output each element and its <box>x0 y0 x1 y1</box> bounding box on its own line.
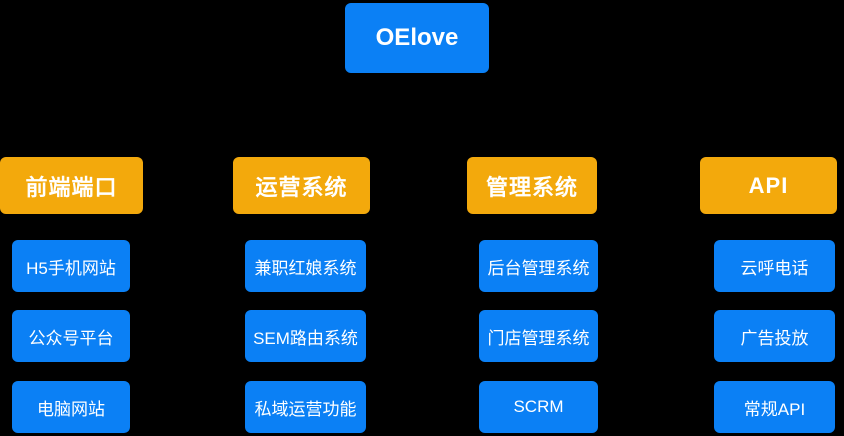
column-header-operations: 运营系统 <box>233 157 370 214</box>
node-ad-placement: 广告投放 <box>714 310 835 362</box>
node-backend-management-system: 后台管理系统 <box>479 240 598 292</box>
node-store-management-system: 门店管理系统 <box>479 310 598 362</box>
node-regular-api: 常规API <box>714 381 835 433</box>
node-h5-mobile-site: H5手机网站 <box>12 240 130 292</box>
column-header-management: 管理系统 <box>467 157 597 214</box>
root-node-oelove: OElove <box>345 3 489 73</box>
node-cloud-call: 云呼电话 <box>714 240 835 292</box>
node-sem-routing-system: SEM路由系统 <box>245 310 366 362</box>
node-scrm: SCRM <box>479 381 598 433</box>
column-header-frontend: 前端端口 <box>0 157 143 214</box>
node-pc-website: 电脑网站 <box>12 381 130 433</box>
node-private-domain-ops: 私域运营功能 <box>245 381 366 433</box>
column-header-api: API <box>700 157 837 214</box>
node-parttime-matchmaker-system: 兼职红娘系统 <box>245 240 366 292</box>
node-official-account-platform: 公众号平台 <box>12 310 130 362</box>
